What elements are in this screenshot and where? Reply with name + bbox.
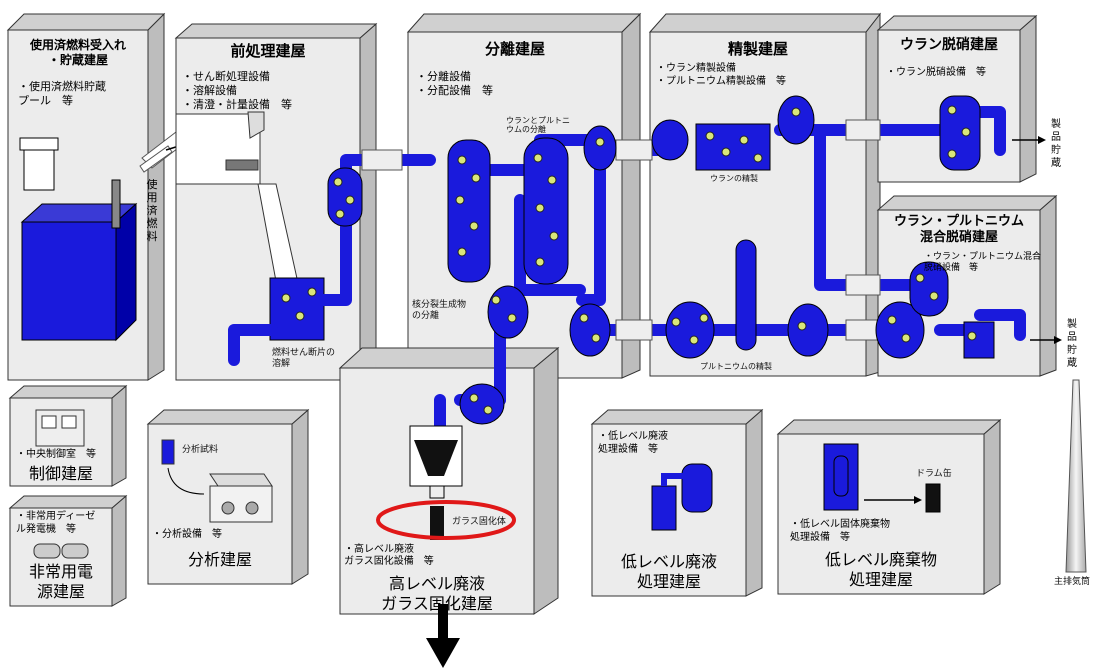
particle: [536, 204, 544, 212]
particle: [346, 196, 354, 204]
particle: [472, 174, 480, 182]
particle: [888, 316, 896, 324]
title-uranium-denitration: ウラン脱硝建屋: [878, 34, 1020, 54]
particle: [550, 232, 558, 240]
label-stack: 主排気筒: [1054, 578, 1090, 587]
particle: [672, 318, 680, 326]
label-product-storage-2: 製 品 貯 蔵: [1066, 318, 1078, 370]
particle: [690, 336, 698, 344]
particle: [508, 314, 516, 322]
particle: [792, 108, 800, 116]
particle: [458, 156, 466, 164]
label-dissolution: 燃料せん断片の 溶解: [272, 348, 335, 370]
title-separation: 分離建屋: [408, 38, 622, 59]
label-product-storage-1: 製 品 貯 蔵: [1050, 118, 1062, 170]
label-analysis-sample: 分析試料: [182, 446, 218, 455]
particle: [740, 136, 748, 144]
title-analysis: 分析建屋: [148, 550, 292, 570]
items-analysis: ・分析設備 等: [152, 528, 222, 542]
title-receiving: 使用済燃料受入れ ・貯蔵建屋: [14, 38, 142, 68]
label-u-pu-separation: ウランとプルトニ ウムの分離: [506, 116, 570, 134]
items-llw-liquid: ・低レベル廃液 処理設備 等: [598, 430, 668, 456]
particle: [308, 288, 316, 296]
particle: [296, 312, 304, 320]
particle: [470, 394, 478, 402]
particle: [336, 210, 344, 218]
particle: [282, 294, 290, 302]
particle: [798, 322, 806, 330]
main-stack: [1066, 380, 1086, 572]
particle: [948, 106, 956, 114]
particle: [902, 334, 910, 342]
items-headend: ・せん断処理設備 ・溶解設備 ・清澄・計量設備 等: [182, 70, 292, 112]
particle: [700, 314, 708, 322]
items-hlw-vitrification: ・高レベル廃液 ガラス固化設備 等: [344, 544, 434, 568]
particle: [536, 258, 544, 266]
particle: [916, 274, 924, 282]
particle: [722, 148, 730, 156]
dissolver: [270, 278, 324, 340]
label-glass-canister: ガラス固化体: [452, 518, 506, 527]
label-spent-fuel: 使 用 済 燃 料: [146, 178, 158, 243]
label-uranium-purification: ウランの精製: [710, 174, 758, 183]
title-purification: 精製建屋: [650, 38, 866, 59]
glass-canister: [430, 506, 444, 540]
control-console: [36, 410, 84, 446]
particle: [706, 132, 714, 140]
items-emergency-power: ・非常用ディーゼ ル発電機 等: [16, 510, 95, 536]
particle: [548, 176, 556, 184]
particle: [484, 406, 492, 414]
particle: [580, 314, 588, 322]
items-separation: ・分離設備 ・分配設備 等: [416, 70, 493, 98]
items-uranium-denitration: ・ウラン脱硝設備 等: [886, 66, 986, 80]
particle: [456, 196, 464, 204]
title-mox-denitration: ウラン・プルトニウム 混合脱硝建屋: [878, 214, 1040, 246]
label-fp-separation: 核分裂生成物 の分離: [412, 300, 466, 322]
particle: [930, 292, 938, 300]
title-hlw-vitrification: 高レベル廃液 ガラス固化建屋: [340, 574, 534, 614]
title-emergency-power: 非常用電 源建屋: [10, 562, 112, 602]
title-headend: 前処理建屋: [176, 40, 360, 61]
particle: [334, 178, 342, 186]
particle: [534, 154, 542, 162]
particle: [948, 150, 956, 158]
title-llw-liquid: 低レベル廃液 処理建屋: [592, 552, 746, 592]
items-llw-waste: ・低レベル固体廃棄物 処理設備 等: [790, 518, 890, 544]
particle: [754, 154, 762, 162]
title-control: 制御建屋: [10, 464, 112, 484]
particle: [968, 332, 976, 340]
particle: [458, 248, 466, 256]
particle: [596, 138, 604, 146]
particle: [470, 222, 478, 230]
particle: [962, 128, 970, 136]
title-llw-waste: 低レベル廃棄物 処理建屋: [778, 550, 984, 590]
label-plutonium-purification: プルトニウムの精製: [700, 362, 772, 371]
label-drum: ドラム缶: [916, 470, 952, 479]
items-purification: ・ウラン精製設備 ・プルトニウム精製設備 等: [656, 62, 786, 88]
particle: [492, 296, 500, 304]
items-mox-denitration: ・ウラン・プルトニウム混合 脱硝設備 等: [924, 252, 1041, 274]
particle: [592, 334, 600, 342]
items-receiving: ・使用済燃料貯蔵 プール 等: [18, 80, 106, 108]
items-control: ・中央制御室 等: [16, 448, 96, 462]
